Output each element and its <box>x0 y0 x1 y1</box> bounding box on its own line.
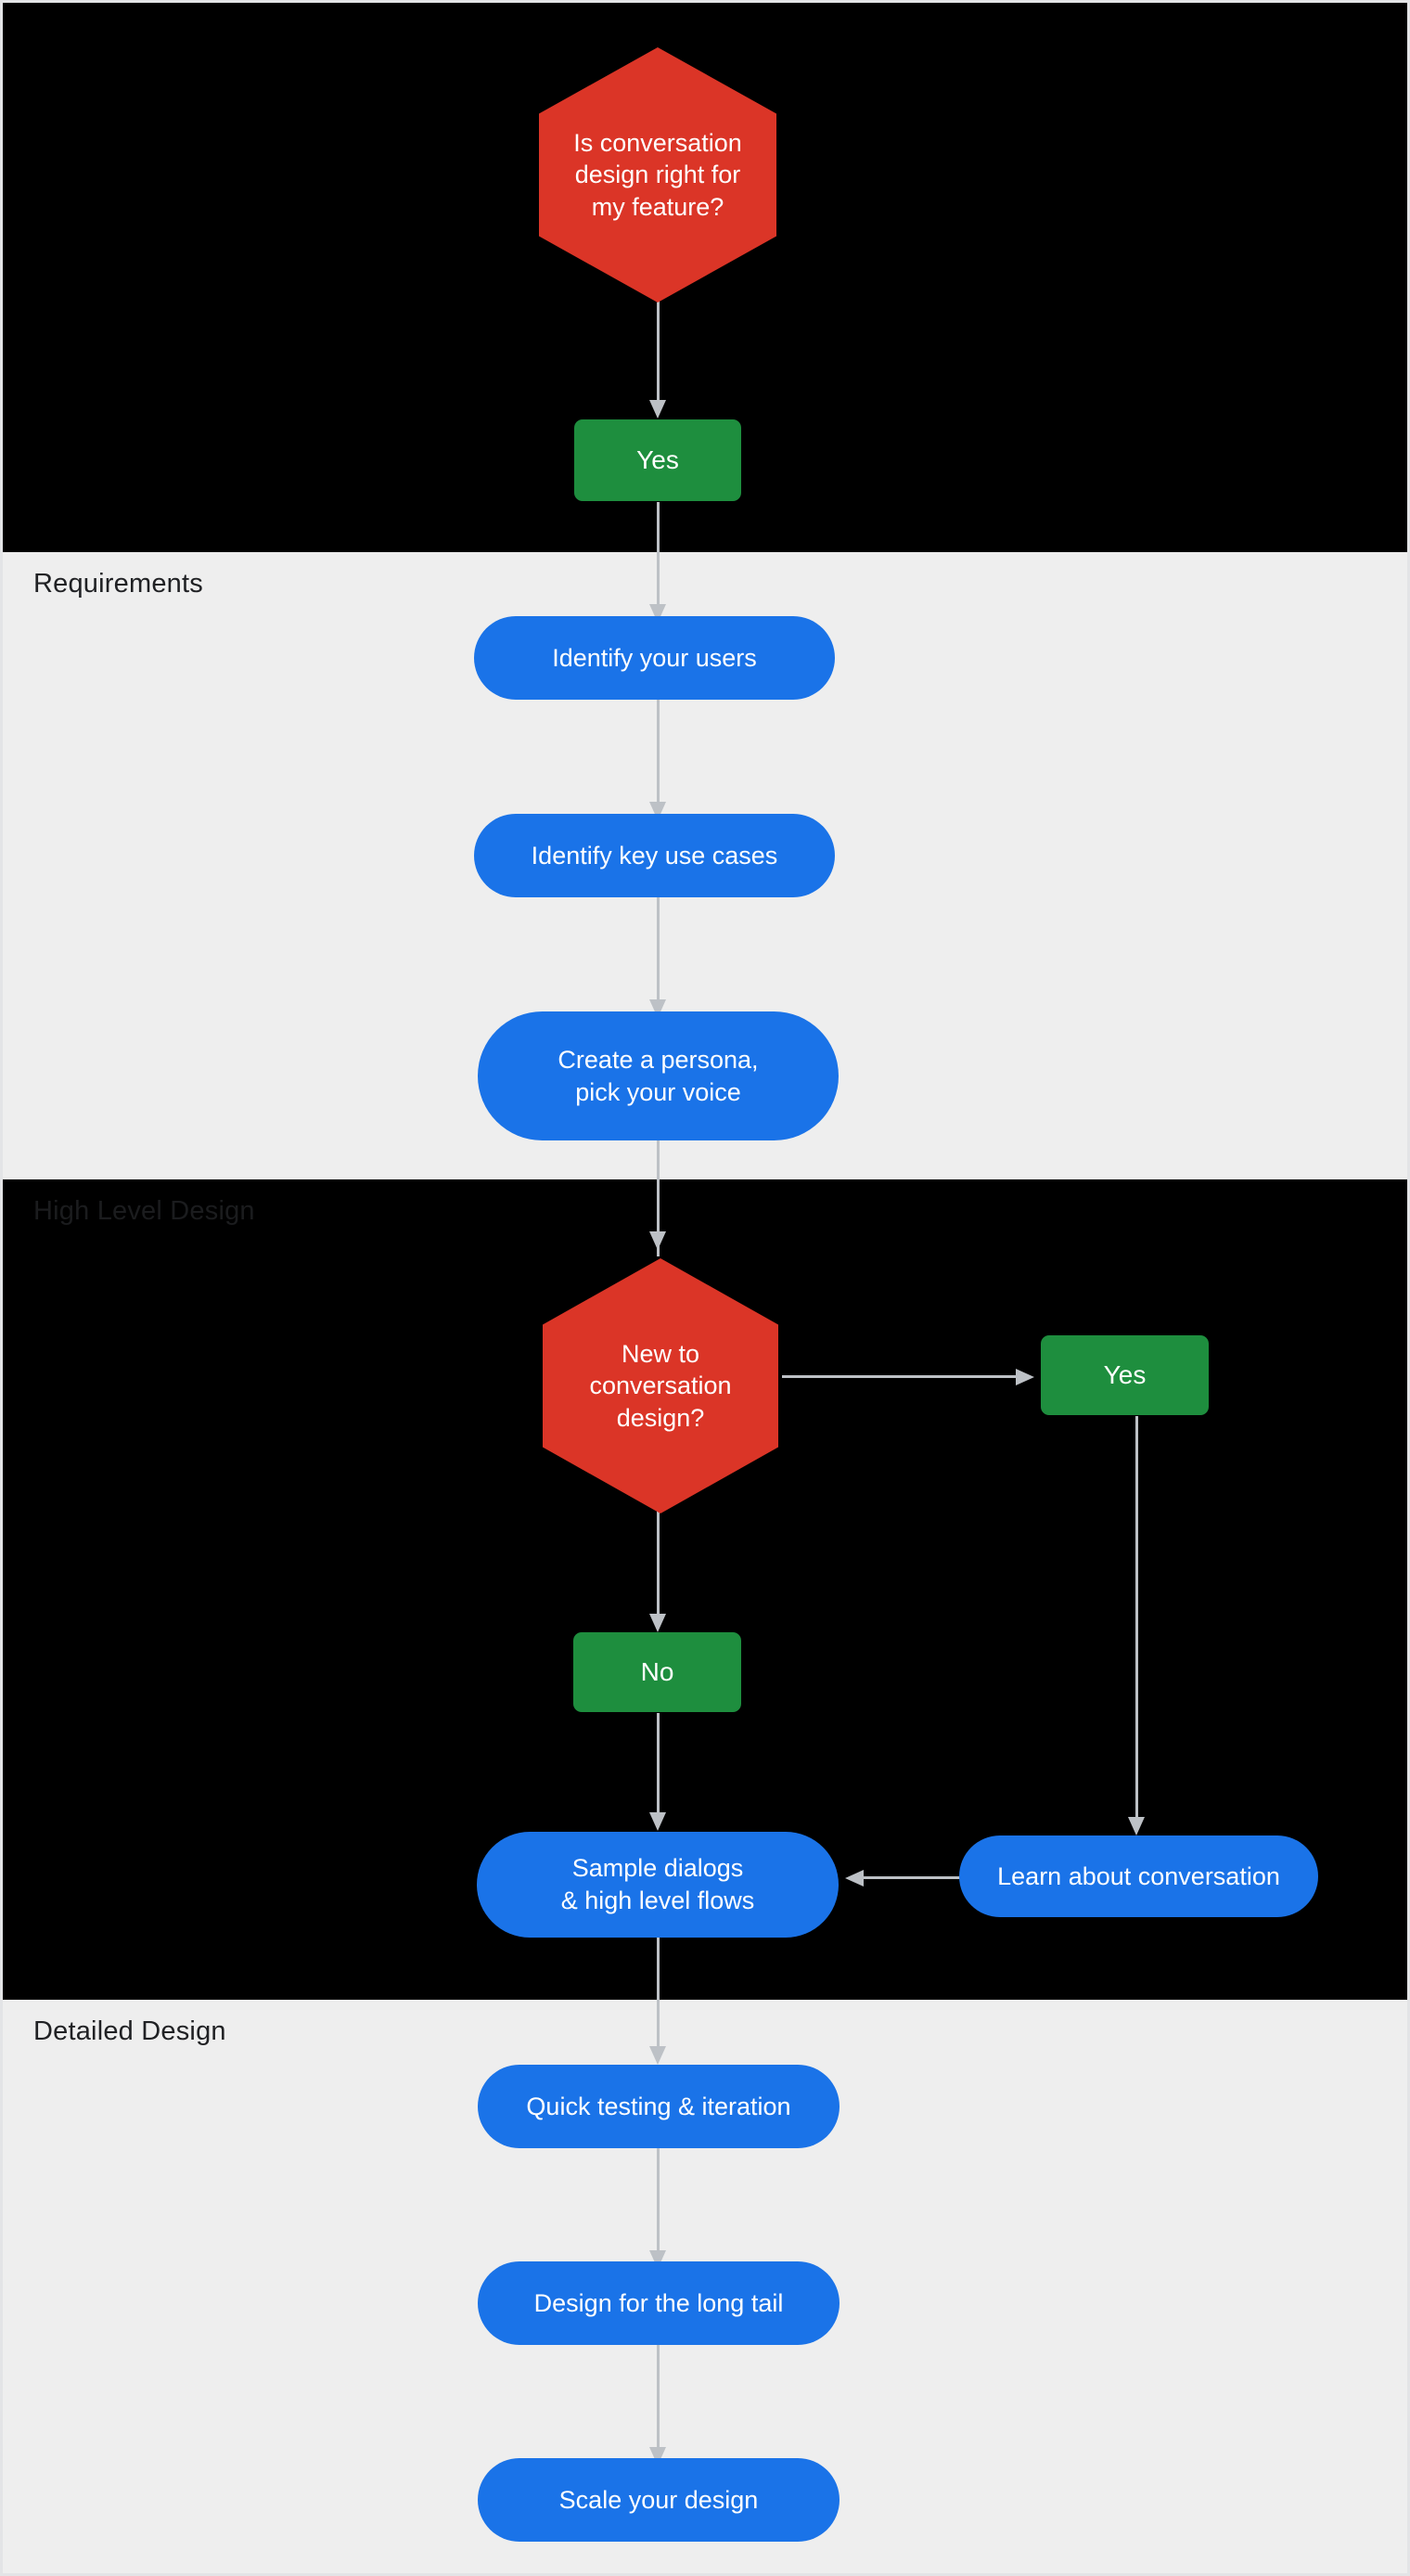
step-design-for-long-tail[interactable]: Design for the long tail <box>478 2261 840 2345</box>
scale-design-label: Scale your design <box>558 2485 759 2514</box>
connector-quicktesting-longtail <box>657 2148 660 2258</box>
connector-decision1-yes1 <box>657 300 660 406</box>
arrowhead-learnabout-sampledialogs <box>845 1870 864 1887</box>
create-persona-line1: Create a persona, <box>558 1045 759 1074</box>
arrowhead-persona-decision2 <box>649 1231 666 1250</box>
decision2-line1: New to <box>621 1339 700 1368</box>
connector-identifyusers-usecases <box>657 700 660 809</box>
decision2-line3: design? <box>616 1403 705 1432</box>
decision1-line1: Is conversation <box>573 128 742 157</box>
band-label-detailed-design: Detailed Design <box>33 2016 226 2046</box>
step-identify-key-use-cases[interactable]: Identify key use cases <box>474 814 835 897</box>
connector-learnabout-sampledialogs <box>864 1876 1016 1879</box>
identify-users-label: Identify your users <box>552 643 757 672</box>
yes1-label: Yes <box>636 445 679 475</box>
step-create-persona-pick-voice[interactable]: Create a persona, pick your voice <box>478 1011 839 1140</box>
quick-testing-label: Quick testing & iteration <box>526 2092 791 2120</box>
answer-no-2[interactable]: No <box>573 1632 741 1712</box>
connector-yes2-learnabout <box>1135 1416 1138 1824</box>
learn-about-label: Learn about conversation <box>997 1861 1280 1890</box>
decision1-line3: my feature? <box>591 192 724 221</box>
step-scale-your-design[interactable]: Scale your design <box>478 2458 840 2542</box>
sample-dialogs-line1: Sample dialogs <box>571 1854 744 1883</box>
band-label-requirements: Requirements <box>33 569 203 599</box>
decision1-line2: design right for <box>574 161 741 189</box>
yes2-label: Yes <box>1103 1360 1147 1390</box>
connector-sampledialogs-quicktesting <box>657 1938 660 2054</box>
step-learn-about-conversation[interactable]: Learn about conversation <box>959 1835 1318 1917</box>
step-sample-dialogs-high-level-flows[interactable]: Sample dialogs & high level flows <box>477 1832 839 1938</box>
create-persona-line2: pick your voice <box>575 1077 741 1106</box>
arrowhead-sampledialogs-quicktesting <box>649 2046 666 2065</box>
arrowhead-decision1-yes1 <box>649 400 666 419</box>
sample-dialogs-line2: & high level flows <box>560 1887 755 1914</box>
arrowhead-decision2-yes2 <box>1016 1369 1034 1385</box>
connector-persona-decision2 <box>657 1140 660 1256</box>
connector-usecases-persona <box>657 897 660 1007</box>
connector-longtail-scaledesign <box>657 2345 660 2454</box>
step-identify-your-users[interactable]: Identify your users <box>474 616 835 700</box>
connector-decision2-yes2 <box>782 1375 1030 1378</box>
connector-decision2-no2 <box>657 1511 660 1622</box>
arrowhead-decision2-no2 <box>649 1614 666 1632</box>
no2-label: No <box>640 1657 674 1687</box>
identify-use-cases-label: Identify key use cases <box>531 841 778 869</box>
connector-yes1-identifyusers <box>657 502 660 612</box>
band-label-high-level-design: High Level Design <box>33 1196 255 1226</box>
arrowhead-no2-sampledialogs <box>649 1812 666 1831</box>
decision2-line2: conversation <box>589 1372 732 1400</box>
connector-no2-sampledialogs <box>657 1713 660 1820</box>
long-tail-label: Design for the long tail <box>533 2288 784 2317</box>
answer-yes-2[interactable]: Yes <box>1041 1335 1209 1415</box>
answer-yes-1[interactable]: Yes <box>574 419 741 501</box>
step-quick-testing-iteration[interactable]: Quick testing & iteration <box>478 2065 840 2148</box>
arrowhead-yes2-learnabout <box>1128 1817 1145 1835</box>
